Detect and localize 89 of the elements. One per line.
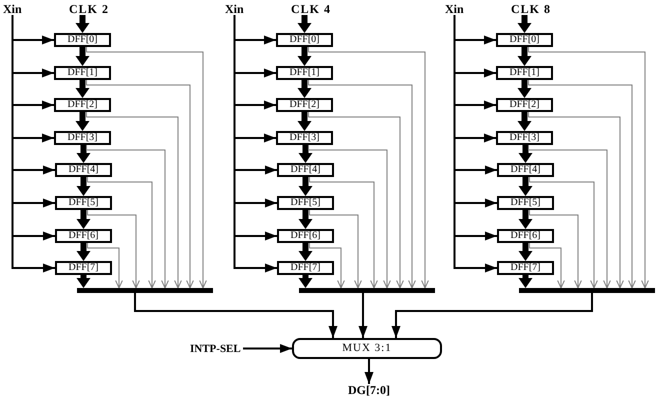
bus-bar bbox=[77, 288, 213, 293]
arrow bbox=[529, 242, 565, 288]
arrow bbox=[298, 210, 312, 229]
arrow bbox=[529, 210, 582, 288]
flip-flop-block: DFF[5] bbox=[277, 196, 334, 210]
arrow bbox=[86, 144, 169, 288]
signal-label: Xin bbox=[3, 3, 22, 15]
arrow bbox=[309, 242, 345, 288]
arrow bbox=[76, 275, 90, 288]
arrow bbox=[358, 293, 368, 338]
flip-flop-block: DFF[2] bbox=[276, 98, 333, 112]
bus-bar bbox=[299, 288, 435, 293]
flip-flop-block: DFF[1] bbox=[496, 66, 553, 80]
arrow bbox=[298, 80, 312, 98]
flip-flop-block: DFF[5] bbox=[497, 196, 554, 210]
flip-flop-block: DFF[1] bbox=[276, 66, 333, 80]
flip-flop-block: DFF[0] bbox=[276, 33, 333, 47]
flip-flop-block: DFF[3] bbox=[276, 131, 333, 145]
multiplexer-block: MUX 3:1 bbox=[292, 338, 442, 359]
arrow bbox=[298, 243, 312, 261]
output-label: DG[7:0] bbox=[348, 384, 390, 396]
arrow bbox=[76, 210, 90, 229]
arrow bbox=[528, 80, 636, 288]
arrow bbox=[76, 112, 90, 131]
arrow bbox=[528, 144, 611, 288]
flip-flop-block: DFF[2] bbox=[496, 98, 553, 112]
arrow bbox=[364, 359, 374, 384]
arrow bbox=[87, 242, 123, 288]
arrow bbox=[518, 80, 532, 98]
arrow bbox=[86, 112, 182, 288]
arrow bbox=[309, 210, 362, 288]
arrow bbox=[518, 243, 532, 261]
arrow bbox=[308, 112, 404, 288]
arrow bbox=[518, 275, 532, 288]
arrow bbox=[243, 344, 292, 353]
arrow bbox=[309, 176, 378, 288]
clock-label: CLK 8 bbox=[511, 3, 552, 15]
flip-flop-block: DFF[7] bbox=[55, 261, 112, 275]
flip-flop-block: DFF[4] bbox=[55, 163, 112, 177]
arrow bbox=[518, 15, 532, 33]
flip-flop-block: DFF[2] bbox=[54, 98, 111, 112]
arrow bbox=[518, 112, 532, 131]
flip-flop-block: DFF[3] bbox=[54, 131, 111, 145]
arrow bbox=[308, 46, 429, 288]
signal-label: Xin bbox=[225, 3, 244, 15]
signal-label: Xin bbox=[445, 3, 464, 15]
arrow bbox=[518, 210, 532, 229]
arrow bbox=[86, 80, 194, 288]
arrow bbox=[76, 177, 90, 196]
flip-flop-block: DFF[7] bbox=[497, 261, 554, 275]
arrow bbox=[528, 46, 649, 288]
flip-flop-block: DFF[5] bbox=[55, 196, 112, 210]
arrow bbox=[518, 47, 532, 66]
clock-label: CLK 4 bbox=[291, 3, 332, 15]
flip-flop-block: DFF[0] bbox=[54, 33, 111, 47]
arrow bbox=[86, 46, 207, 288]
signal-label: INTP-SEL bbox=[190, 344, 241, 355]
arrow bbox=[308, 144, 391, 288]
flip-flop-block: DFF[0] bbox=[496, 33, 553, 47]
flip-flop-block: DFF[7] bbox=[277, 261, 334, 275]
arrow bbox=[76, 47, 90, 66]
flip-flop-block: DFF[3] bbox=[496, 131, 553, 145]
arrow bbox=[87, 176, 156, 288]
arrow bbox=[298, 177, 312, 196]
arrow bbox=[76, 145, 90, 163]
arrow bbox=[298, 275, 312, 288]
flip-flop-block: DFF[6] bbox=[55, 229, 112, 243]
arrow bbox=[298, 15, 312, 33]
flip-flop-block: DFF[4] bbox=[277, 163, 334, 177]
clock-label: CLK 2 bbox=[69, 3, 110, 15]
flip-flop-block: DFF[6] bbox=[497, 229, 554, 243]
arrow bbox=[76, 243, 90, 261]
arrow bbox=[76, 15, 90, 33]
arrow bbox=[529, 176, 598, 288]
arrow bbox=[87, 210, 140, 288]
arrow bbox=[518, 177, 532, 196]
flip-flop-block: DFF[1] bbox=[54, 66, 111, 80]
arrow bbox=[392, 293, 593, 338]
arrow bbox=[134, 293, 338, 338]
arrow bbox=[298, 112, 312, 131]
arrow bbox=[308, 80, 416, 288]
arrow bbox=[518, 145, 532, 163]
flip-flop-block: DFF[4] bbox=[497, 163, 554, 177]
flip-flop-block: DFF[6] bbox=[277, 229, 334, 243]
arrow bbox=[76, 80, 90, 98]
arrow bbox=[298, 145, 312, 163]
arrow bbox=[298, 47, 312, 66]
arrow bbox=[528, 112, 624, 288]
bus-bar bbox=[519, 288, 655, 293]
